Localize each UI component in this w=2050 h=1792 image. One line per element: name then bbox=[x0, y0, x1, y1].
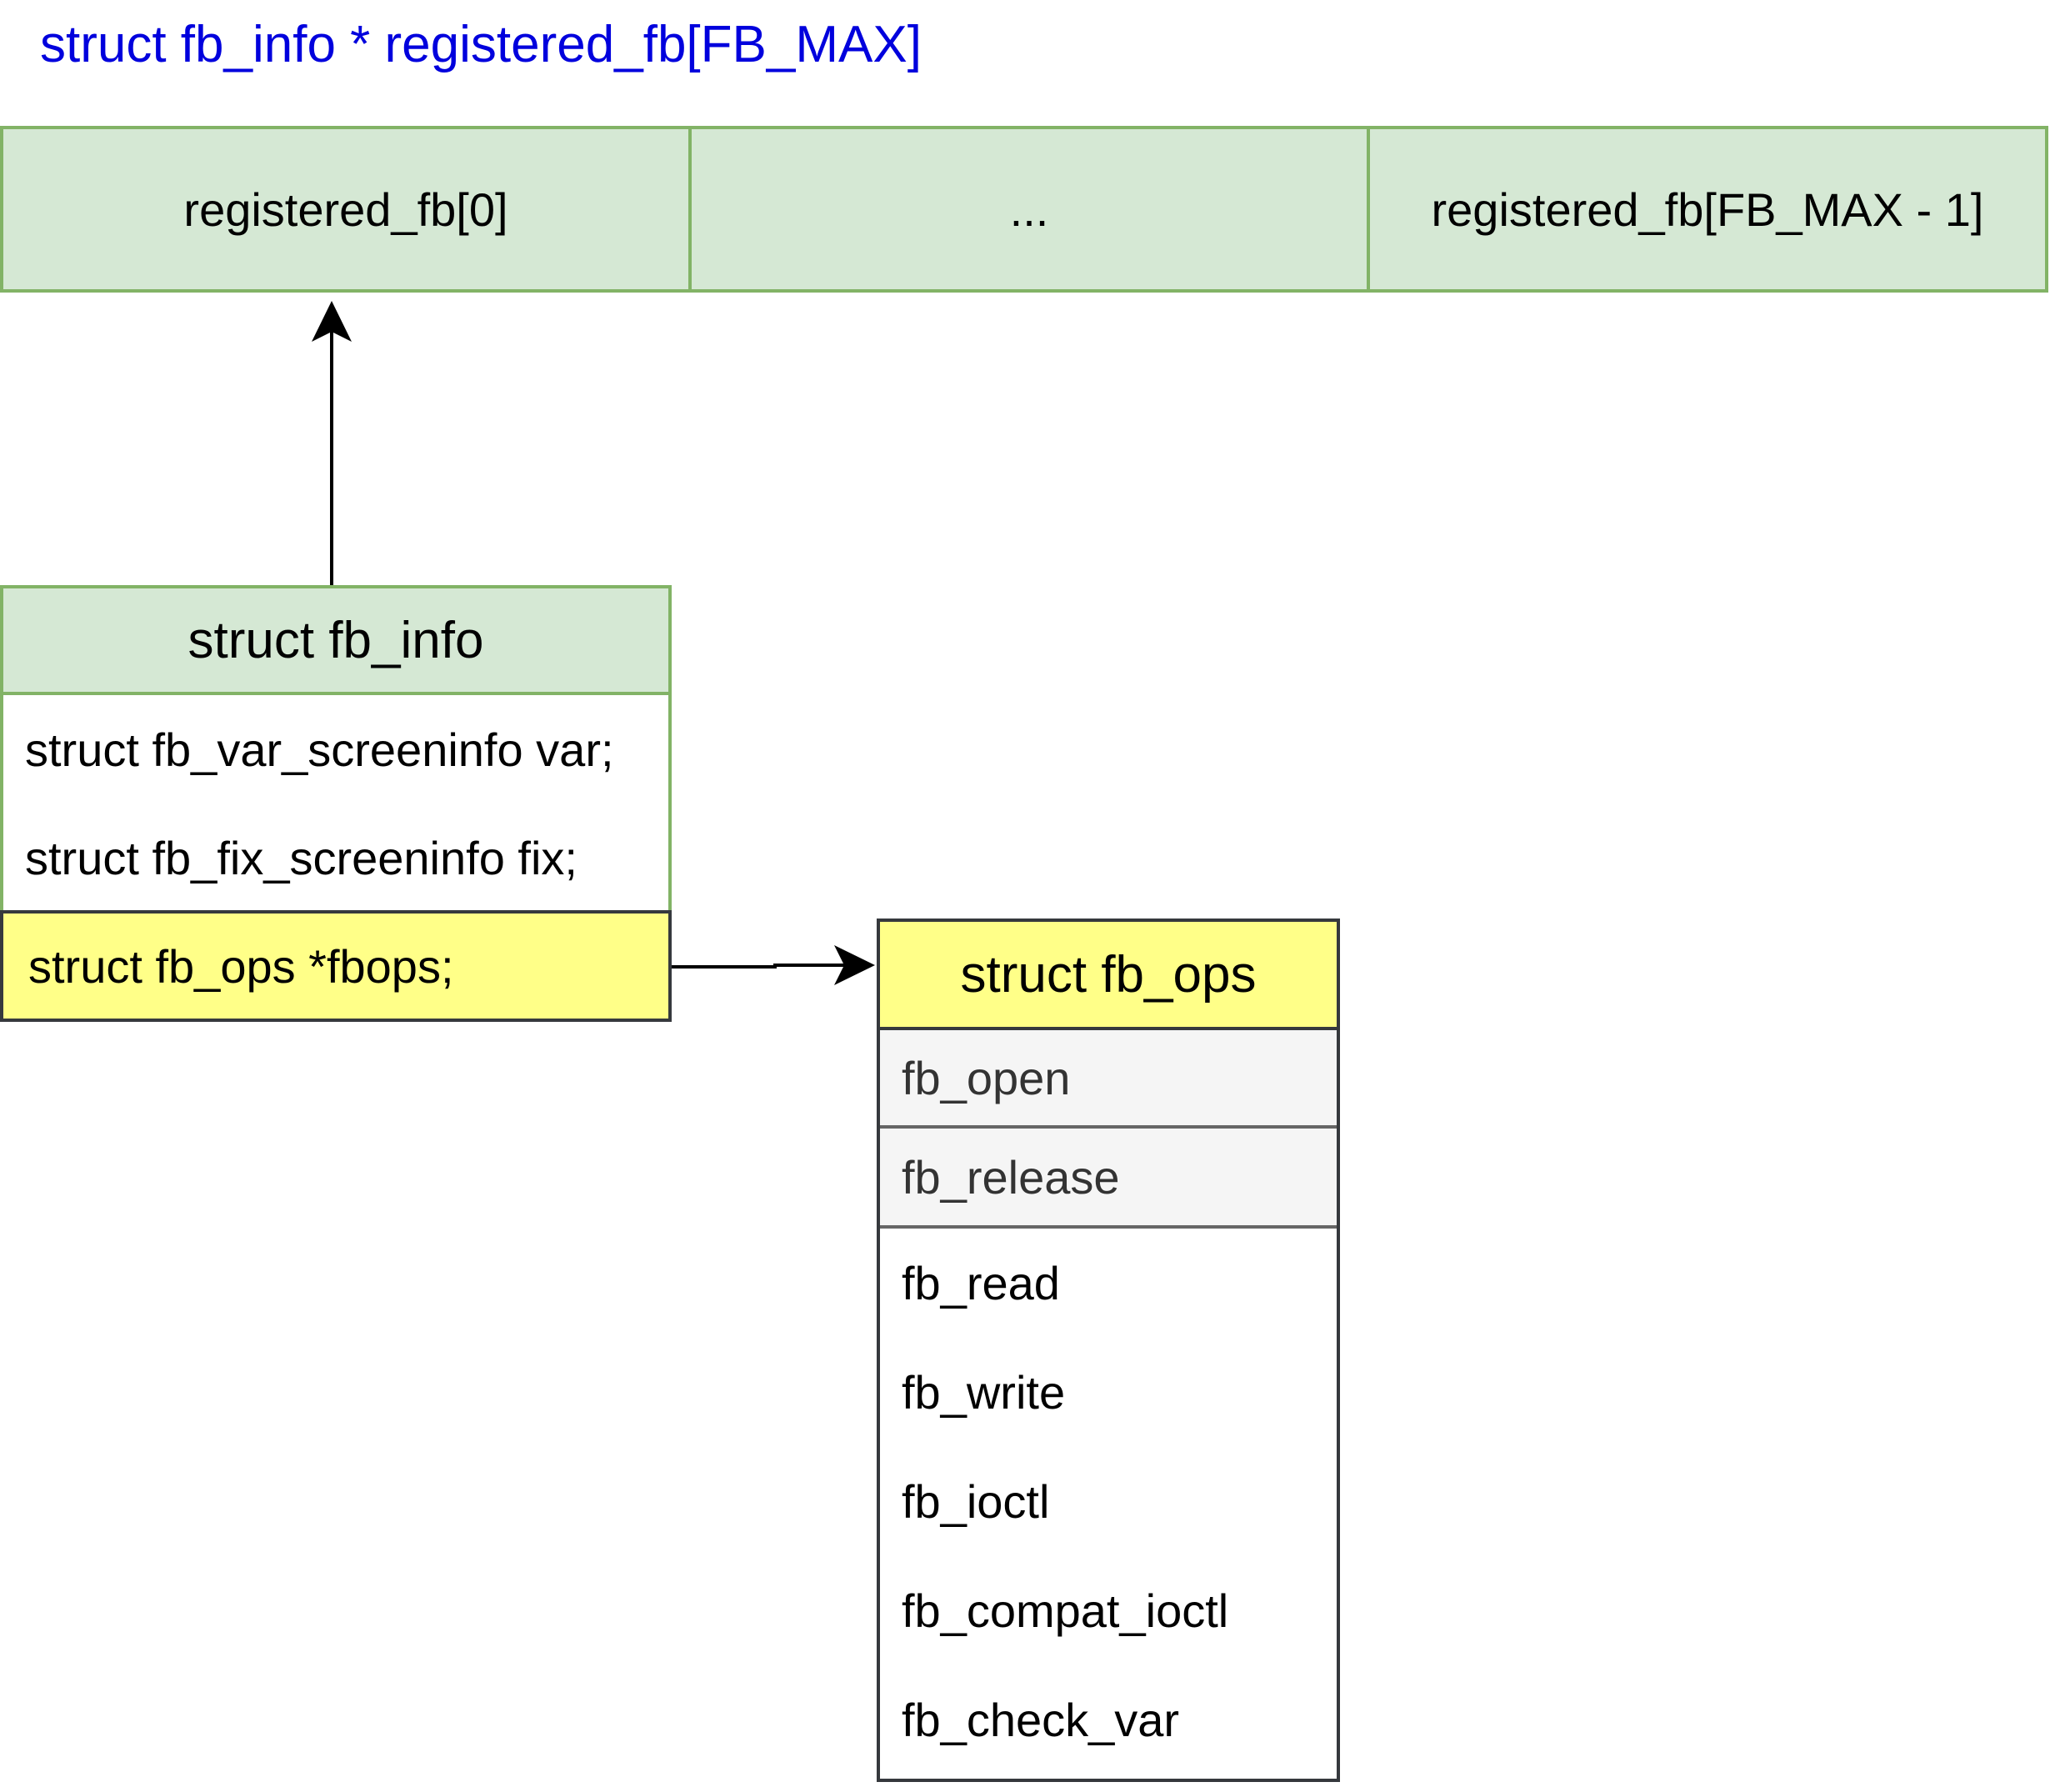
arrow-fbinfo-to-array-head bbox=[312, 301, 352, 342]
fb-info-struct-box: struct fb_info struct fb_var_screeninfo … bbox=[0, 585, 672, 1022]
fb-info-field-fbops: struct fb_ops *fbops; bbox=[0, 910, 672, 1022]
fb-info-field-fix: struct fb_fix_screeninfo fix; bbox=[25, 831, 578, 884]
fb-info-field-var: struct fb_var_screeninfo var; bbox=[25, 723, 614, 776]
fb-ops-item-ioctl: fb_ioctl bbox=[902, 1475, 1050, 1528]
fb-ops-item-release: fb_release bbox=[880, 1129, 1337, 1229]
fb-ops-item-open: fb_open bbox=[880, 1030, 1337, 1129]
fb-ops-item-compat-ioctl: fb_compat_ioctl bbox=[902, 1584, 1229, 1637]
fb-ops-item-check-var: fb_check_var bbox=[902, 1694, 1180, 1746]
arrow-fbops-to-struct-line bbox=[672, 964, 852, 969]
array-cell-last: registered_fb[FB_MAX - 1] bbox=[1367, 129, 2045, 289]
fb-info-header: struct fb_info bbox=[3, 588, 668, 695]
fb-ops-header: struct fb_ops bbox=[880, 922, 1337, 1030]
fb-ops-struct-box: struct fb_ops fb_open fb_release fb_read… bbox=[877, 919, 1340, 1782]
arrow-fbops-to-struct-head bbox=[834, 945, 875, 985]
array-cell-ellipsis: ... bbox=[688, 129, 1367, 289]
array-cell-first: registered_fb[0] bbox=[183, 183, 508, 236]
fb-ops-method-list: fb_read fb_write fb_ioctl fb_compat_ioct… bbox=[880, 1229, 1337, 1774]
diagram-title: struct fb_info * registered_fb[FB_MAX] bbox=[40, 16, 922, 73]
registered-fb-array: registered_fb[0] ... registered_fb[FB_MA… bbox=[0, 126, 2048, 293]
fb-ops-item-write: fb_write bbox=[902, 1366, 1066, 1419]
fb-ops-item-read: fb_read bbox=[902, 1257, 1060, 1309]
